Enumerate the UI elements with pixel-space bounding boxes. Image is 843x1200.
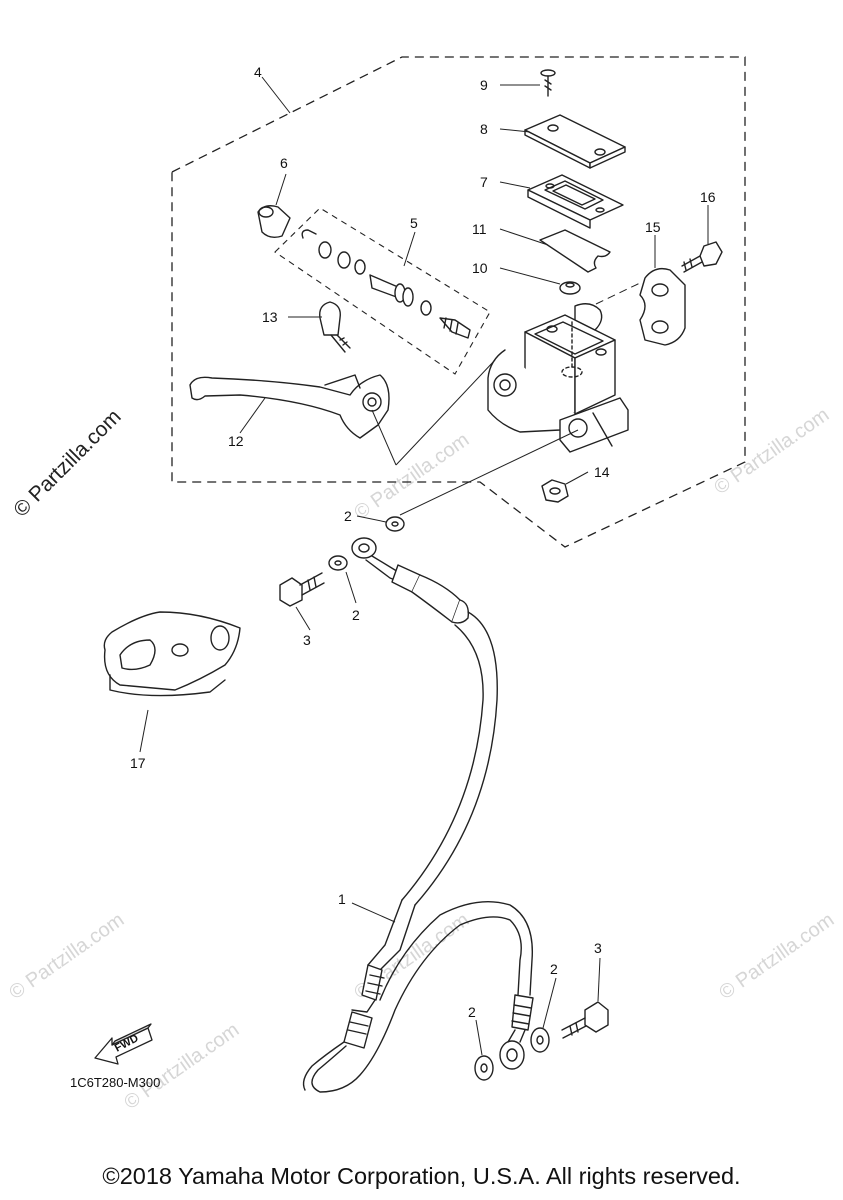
screw-part xyxy=(540,69,556,97)
callout-14: 14 xyxy=(594,464,610,480)
watermark: © Partzilla.com xyxy=(5,909,128,1004)
callout-7: 7 xyxy=(480,174,488,190)
washer-part xyxy=(530,1027,550,1053)
fwd-arrow-icon xyxy=(94,1023,153,1065)
union-bolt-part xyxy=(561,1001,609,1039)
callout-3: 3 xyxy=(594,940,602,956)
callout-1: 1 xyxy=(338,891,346,907)
washer-part xyxy=(385,516,405,532)
brake-hose-part xyxy=(302,537,534,1093)
boot-part xyxy=(257,205,291,239)
washer-part xyxy=(328,555,348,571)
float-part xyxy=(559,281,581,295)
callout-4: 4 xyxy=(254,64,262,80)
diaphragm-holder-part xyxy=(527,174,624,229)
callout-2: 2 xyxy=(344,508,352,524)
callout-15: 15 xyxy=(645,219,661,235)
nut-part xyxy=(541,479,569,503)
callout-2: 2 xyxy=(550,961,558,977)
watermark-main: © Partzilla.com xyxy=(9,405,125,521)
master-cylinder-body xyxy=(487,303,629,453)
callout-10: 10 xyxy=(472,260,488,276)
pivot-bolt-part xyxy=(319,301,351,353)
union-bolt-part xyxy=(279,572,325,607)
callout-3: 3 xyxy=(303,632,311,648)
plate-part xyxy=(539,229,611,273)
callout-2: 2 xyxy=(468,1004,476,1020)
watermark: © Partzilla.com xyxy=(715,909,838,1004)
callout-17: 17 xyxy=(130,755,146,771)
holder-part xyxy=(639,267,686,346)
callout-6: 6 xyxy=(280,155,288,171)
diagram-code: 1C6T280-M300 xyxy=(70,1075,160,1090)
callout-11: 11 xyxy=(472,221,487,237)
lever-part xyxy=(189,374,390,439)
copyright-notice: ©2018 Yamaha Motor Corporation, U.S.A. A… xyxy=(102,1163,741,1189)
callout-16: 16 xyxy=(700,189,716,205)
piston-kit-parts xyxy=(301,229,471,339)
callout-13: 13 xyxy=(262,309,278,325)
callout-2: 2 xyxy=(352,607,360,623)
assembly-boundary xyxy=(171,56,746,548)
callout-numbers: 4 9 8 7 11 10 6 5 13 12 15 16 14 2 2 3 1… xyxy=(130,64,716,1020)
washer-part xyxy=(474,1055,494,1081)
reservoir-cap-part xyxy=(524,114,626,169)
callout-8: 8 xyxy=(480,121,488,137)
callout-12: 12 xyxy=(228,433,244,449)
holder-bolt-part xyxy=(681,241,723,273)
lever-cover-part xyxy=(103,611,241,697)
leader-lines xyxy=(139,76,709,1056)
watermark: © Partzilla.com xyxy=(710,404,833,499)
callout-5: 5 xyxy=(410,215,418,231)
callout-9: 9 xyxy=(480,77,488,93)
